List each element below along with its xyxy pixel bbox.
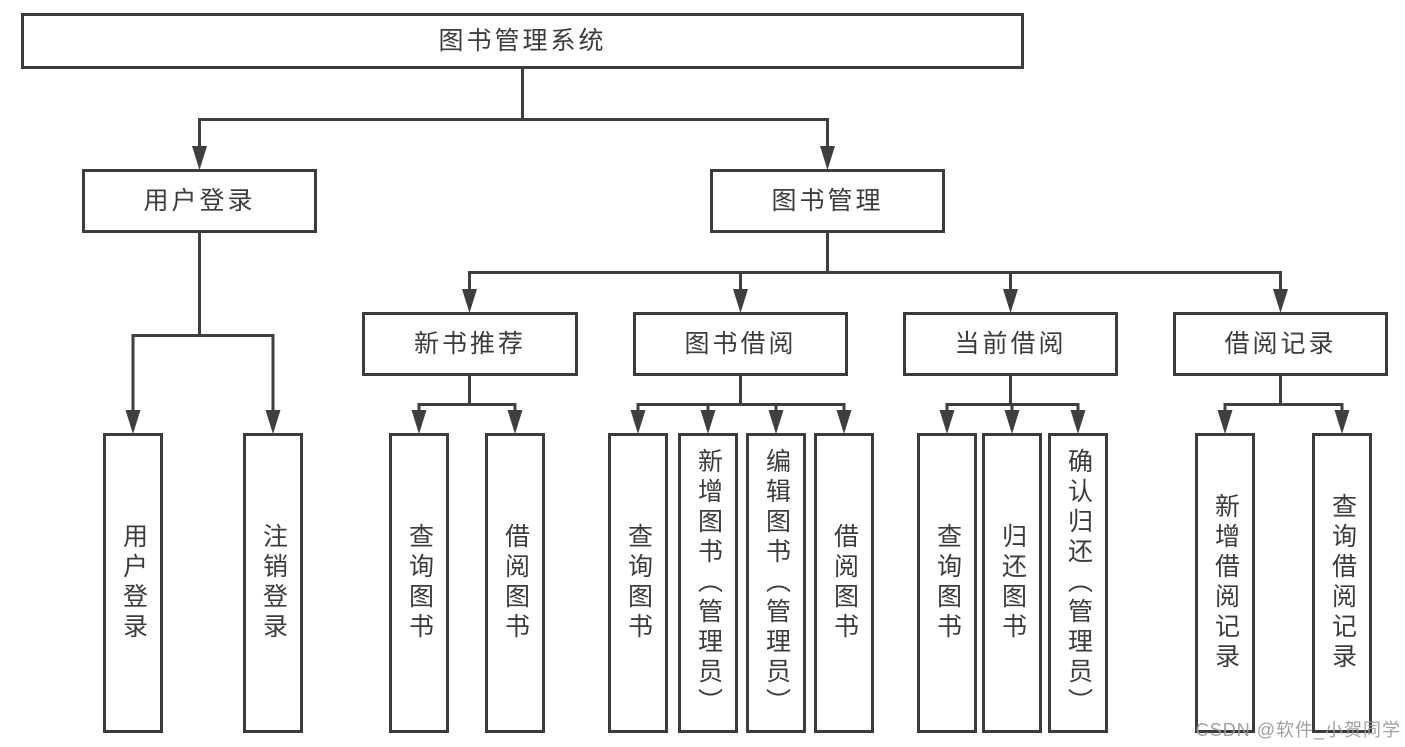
node-label: 注销登录	[259, 523, 288, 643]
node-label: 编辑图书（管理员）	[762, 448, 791, 718]
node-current-borrowing: 当前借阅	[903, 312, 1118, 376]
arrowhead	[1003, 289, 1018, 313]
node-borrow-books: 借阅图书	[814, 433, 874, 733]
arrowhead	[462, 289, 477, 313]
arrowhead	[700, 410, 716, 434]
node-new-book-recommend: 新书推荐	[362, 312, 578, 376]
node-query-books-current: 查询图书	[917, 433, 977, 733]
node-user-login-leaf: 用户登录	[103, 433, 163, 733]
arrowhead	[1004, 410, 1020, 434]
connector-borrowing-records-to-leaves	[1217, 376, 1350, 434]
node-book-borrowing: 图书借阅	[633, 312, 848, 376]
connector-current-borrowing-to-leaves	[939, 376, 1086, 434]
node-label: 当前借阅	[954, 329, 1067, 358]
arrowhead	[733, 289, 748, 313]
node-return-books: 归还图书	[982, 433, 1042, 733]
node-query-borrow-record: 查询借阅记录	[1312, 433, 1372, 733]
node-user-login: 用户登录	[82, 169, 317, 233]
arrowhead	[1217, 410, 1233, 434]
node-label: 图书借阅	[684, 329, 797, 358]
arrowhead	[836, 410, 852, 434]
node-label: 图书管理	[771, 186, 884, 215]
node-add-books-admin: 新增图书（管理员）	[678, 433, 738, 733]
node-label: 查询图书	[405, 523, 434, 643]
node-label: 查询借阅记录	[1328, 493, 1357, 673]
node-edit-books-admin: 编辑图书（管理员）	[746, 433, 806, 733]
connector-user-login-to-leaves	[125, 233, 281, 434]
node-label: 借阅图书	[501, 523, 530, 643]
arrowhead	[1070, 410, 1086, 434]
node-borrowing-records: 借阅记录	[1173, 312, 1388, 376]
node-label: 新增借阅记录	[1211, 493, 1240, 673]
arrowhead	[768, 410, 784, 434]
node-label: 用户登录	[119, 523, 148, 643]
arrowhead	[1273, 289, 1288, 313]
connector-book-borrowing-to-leaves	[630, 376, 852, 434]
node-library-system: 图书管理系统	[21, 13, 1024, 69]
connector-root-to-level2	[192, 69, 835, 170]
arrowhead	[1334, 410, 1350, 434]
node-label: 查询图书	[624, 523, 653, 643]
node-label: 图书管理系统	[438, 26, 607, 55]
connector-new-book-recommend-to-leaves	[411, 376, 523, 434]
arrowhead	[820, 146, 835, 170]
node-label: 新书推荐	[413, 329, 526, 358]
node-add-borrow-record: 新增借阅记录	[1195, 433, 1255, 733]
arrowhead	[939, 410, 955, 434]
node-logout: 注销登录	[243, 433, 303, 733]
node-label: 查询图书	[933, 523, 962, 643]
watermark: CSDN @软件_小贺同学	[1195, 720, 1401, 740]
node-label: 借阅图书	[830, 523, 859, 643]
node-query-books-borrowing: 查询图书	[608, 433, 668, 733]
node-label: 用户登录	[143, 186, 256, 215]
arrowhead	[411, 410, 427, 434]
arrowhead	[630, 410, 646, 434]
arrowhead	[125, 410, 141, 434]
arrowhead	[192, 146, 207, 170]
connector-book-management-to-level3	[462, 233, 1288, 313]
arrowhead	[265, 410, 281, 434]
node-label: 新增图书（管理员）	[694, 448, 723, 718]
node-query-books-recommend: 查询图书	[389, 433, 449, 733]
node-label: 借阅记录	[1224, 329, 1337, 358]
node-label: 确认归还（管理员）	[1064, 448, 1093, 718]
node-book-management: 图书管理	[710, 169, 945, 233]
node-borrow-books-recommend: 借阅图书	[485, 433, 545, 733]
node-confirm-return-admin: 确认归还（管理员）	[1048, 433, 1108, 733]
arrowhead	[507, 410, 523, 434]
node-label: 归还图书	[998, 523, 1027, 643]
